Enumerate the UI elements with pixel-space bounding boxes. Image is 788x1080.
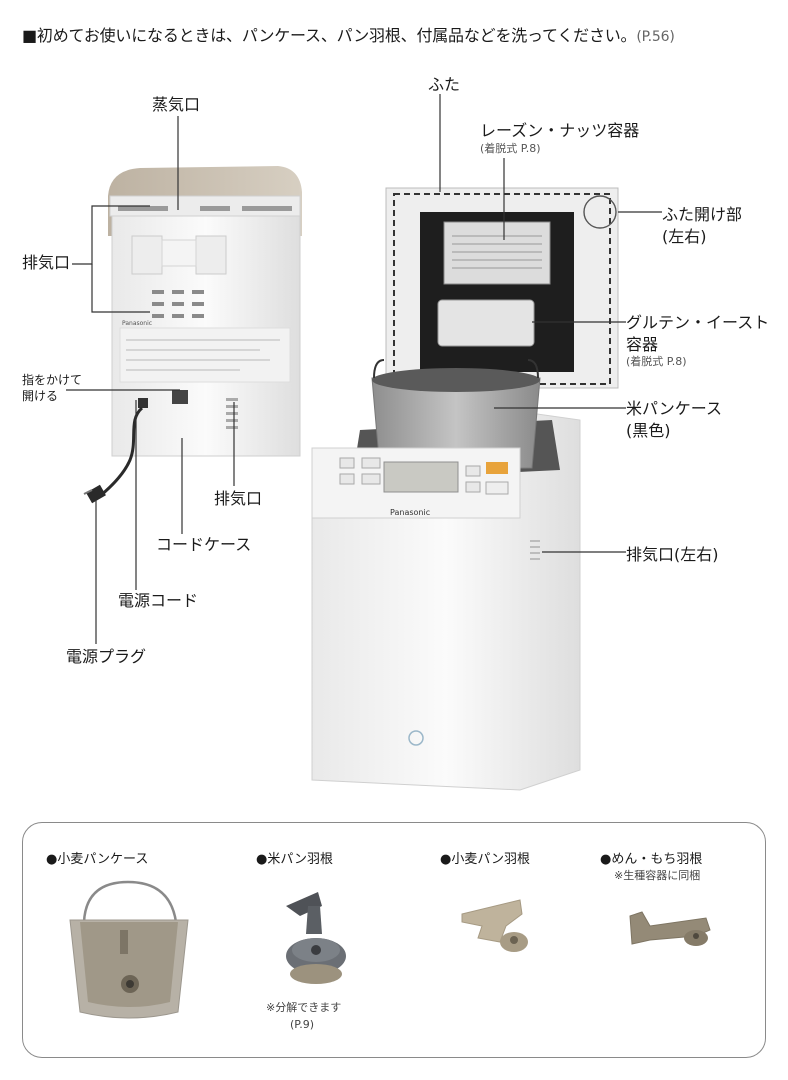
label-gluten-line2: 容器 [626,334,659,354]
label-raisin-container: レーズン・ナッツ容器 (着脱式 P.8) [480,120,639,156]
product-illustration [66,94,662,791]
accessory-wheat-blade-label: ●小麦パン羽根 [440,852,530,867]
rice-blade-note-line2: (P.9) [290,1017,314,1031]
label-cord-case: コードケース [156,535,252,554]
label-finger-hold-line2: 開ける [22,388,59,403]
label-rice-case-line2: (黒色) [626,420,671,440]
accessories-panel [22,822,766,1058]
label-gluten-note: (着脱式 P.8) [626,355,687,369]
label-lid-open: ふた開け部 (左右) [662,204,742,247]
label-steam-vent: 蒸気口 [152,95,201,114]
rice-blade-note-line1: ※分解できます [266,1001,342,1014]
rear-view-unit [83,166,302,504]
front-view-unit [311,187,619,791]
accessory-noodle-blade-note: ※生種容器に同梱 [614,869,701,882]
label-rice-case: 米パンケース (黒色) [626,398,722,441]
accessory-wheat-case-label: ●小麦パンケース [46,852,149,867]
label-exhaust-side: 排気口 [214,489,263,508]
label-power-cord: 電源コード [118,591,199,610]
label-raisin-note: (着脱式 P.8) [480,141,541,155]
leader-lines [66,94,662,644]
rice-blade-note: ※分解できます (P.9) [266,1000,341,1033]
label-power-plug: 電源プラグ [66,647,147,666]
label-lid-open-line1: ふた開け部 [662,205,743,224]
accessory-noodle-blade-title: ●めん・もち羽根 [600,852,703,867]
label-gluten-container: グルテン・イースト 容器 (着脱式 P.8) [626,312,769,370]
header-page-ref: (P.56) [636,29,675,45]
label-exhaust-back: 排気口 [22,253,71,272]
label-finger-hold: 指をかけて 開ける [22,373,82,404]
label-exhaust-lr: 排気口(左右) [626,545,719,564]
label-rice-case-line1: 米パンケース [626,399,723,418]
brand-logo-rear: Panasonic [122,320,153,327]
header-text: ■初めてお使いになるときは、パンケース、パン羽根、付属品などを洗ってください。 [22,26,637,45]
accessory-noodle-blade-label: ●めん・もち羽根 ※生種容器に同梱 [600,848,702,883]
accessory-rice-blade-label: ●米パン羽根 [256,852,333,867]
label-gluten-line1: グルテン・イースト [626,313,770,332]
label-lid: ふた [428,75,461,94]
header-instruction: ■初めてお使いになるときは、パンケース、パン羽根、付属品などを洗ってください。(… [22,22,675,46]
label-raisin-title: レーズン・ナッツ容器 [480,121,640,140]
label-lid-open-line2: (左右) [662,226,707,246]
brand-logo: Panasonic [390,508,431,517]
label-finger-hold-line1: 指をかけて [22,373,83,387]
